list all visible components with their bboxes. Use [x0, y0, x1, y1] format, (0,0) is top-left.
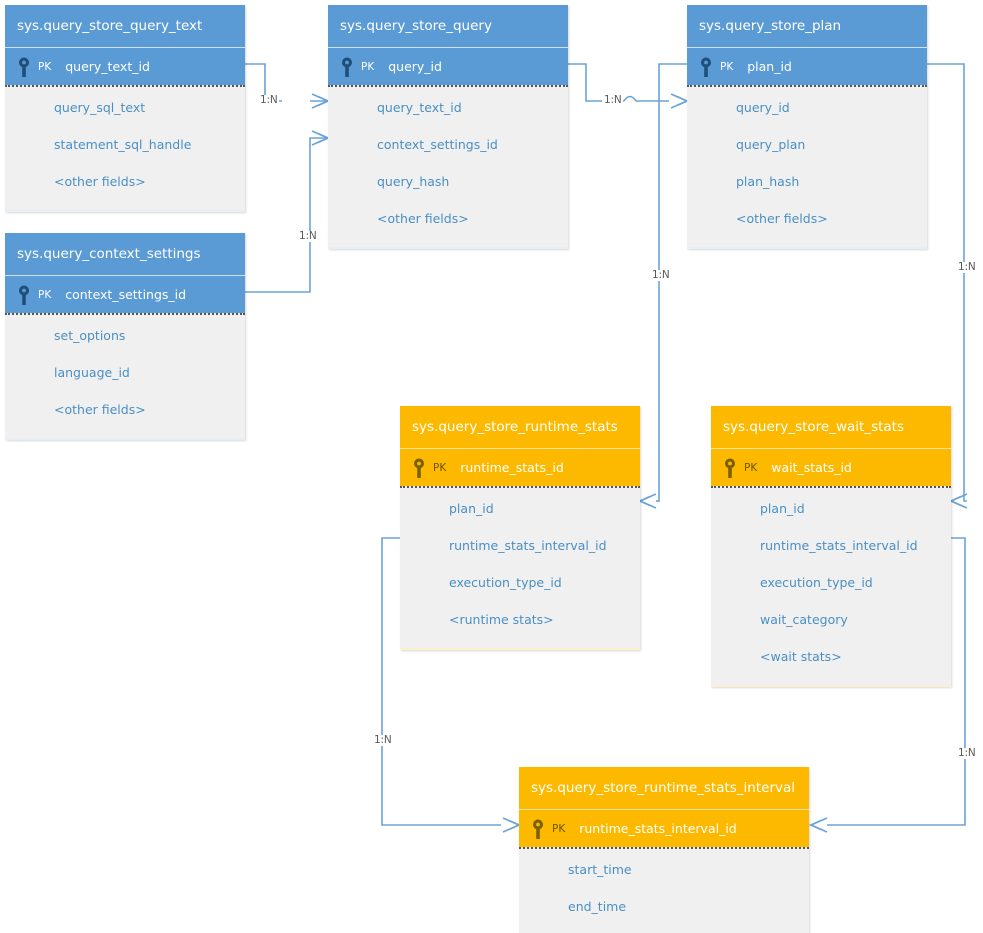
- field-row[interactable]: <other fields>: [54, 174, 146, 189]
- field-row[interactable]: plan_id: [449, 501, 494, 516]
- primary-key-row[interactable]: PK query_id: [328, 48, 568, 85]
- field-row[interactable]: wait_category: [760, 612, 848, 627]
- pk-tag: PK: [361, 60, 375, 73]
- entity-title: sys.query_store_query: [328, 5, 568, 48]
- field-row[interactable]: <other fields>: [54, 402, 146, 417]
- entity-title: sys.query_store_wait_stats: [711, 406, 951, 449]
- key-icon: [725, 458, 735, 478]
- pk-tag: PK: [433, 461, 447, 474]
- field-row[interactable]: <runtime stats>: [449, 612, 554, 627]
- pk-divider: [5, 85, 245, 87]
- field-row[interactable]: context_settings_id: [377, 137, 498, 152]
- entity-title: sys.query_store_runtime_stats_interval: [519, 767, 809, 810]
- primary-key-row[interactable]: PK wait_stats_id: [711, 449, 951, 486]
- entity-query-store-runtime-stats[interactable]: sys.query_store_runtime_stats PK runtime…: [400, 406, 640, 650]
- pk-divider: [5, 313, 245, 315]
- key-icon: [19, 57, 29, 77]
- field-list: query_sql_text statement_sql_handle <oth…: [5, 87, 245, 210]
- pk-field-name: query_id: [388, 59, 442, 74]
- key-icon: [19, 285, 29, 305]
- field-list: query_id query_plan plan_hash <other fie…: [687, 87, 927, 247]
- connector-plan-to-runtime-stats: [638, 63, 687, 509]
- rel-label-plan-to-runtime-stats: 1:N: [650, 269, 672, 281]
- primary-key-row[interactable]: PK context_settings_id: [5, 276, 245, 313]
- field-row[interactable]: query_text_id: [377, 100, 462, 115]
- pk-field-name: plan_id: [747, 59, 792, 74]
- entity-query-store-runtime-stats-interval[interactable]: sys.query_store_runtime_stats_interval P…: [519, 767, 809, 933]
- field-list: query_text_id context_settings_id query_…: [328, 87, 568, 247]
- field-row[interactable]: <other fields>: [377, 211, 469, 226]
- field-row[interactable]: query_id: [736, 100, 790, 115]
- key-icon: [701, 57, 711, 77]
- entity-query-store-plan[interactable]: sys.query_store_plan PK plan_id query_id…: [687, 5, 927, 249]
- field-row[interactable]: end_time: [568, 899, 627, 914]
- key-icon: [414, 458, 424, 478]
- field-row[interactable]: <wait stats>: [760, 649, 842, 664]
- entity-query-store-query[interactable]: sys.query_store_query PK query_id query_…: [328, 5, 568, 249]
- pk-tag: PK: [38, 288, 52, 301]
- entity-query-context-settings[interactable]: sys.query_context_settings PK context_se…: [5, 233, 245, 440]
- field-list: start_time end_time: [519, 849, 809, 933]
- pk-field-name: runtime_stats_id: [460, 460, 564, 475]
- field-row[interactable]: <other fields>: [736, 211, 828, 226]
- pk-field-name: wait_stats_id: [771, 460, 852, 475]
- entity-title: sys.query_store_query_text: [5, 5, 245, 48]
- field-row[interactable]: plan_hash: [736, 174, 800, 189]
- rel-label-wait-stats-to-interval: 1:N: [956, 747, 978, 759]
- pk-divider: [400, 486, 640, 488]
- key-icon: [533, 819, 543, 839]
- entity-title: sys.query_store_plan: [687, 5, 927, 48]
- entity-query-store-wait-stats[interactable]: sys.query_store_wait_stats PK wait_stats…: [711, 406, 951, 687]
- pk-field-name: context_settings_id: [65, 287, 187, 302]
- pk-divider: [711, 486, 951, 488]
- pk-divider: [687, 85, 927, 87]
- connector-query-to-plan: [568, 63, 689, 109]
- pk-tag: PK: [744, 461, 758, 474]
- pk-tag: PK: [38, 60, 52, 73]
- connector-context-settings-to-query: [245, 130, 330, 293]
- field-row[interactable]: set_options: [54, 328, 126, 343]
- pk-tag: PK: [720, 60, 734, 73]
- field-list: set_options language_id <other fields>: [5, 315, 245, 438]
- rel-label-plan-to-wait-stats: 1:N: [956, 261, 978, 273]
- primary-key-row[interactable]: PK plan_id: [687, 48, 927, 85]
- field-row[interactable]: query_plan: [736, 137, 806, 152]
- rel-label-query-text-to-query: 1:N: [258, 94, 280, 106]
- field-row[interactable]: statement_sql_handle: [54, 137, 192, 152]
- field-list: plan_id runtime_stats_interval_id execut…: [400, 488, 640, 648]
- rel-label-runtime-stats-to-interval: 1:N: [372, 734, 394, 746]
- pk-field-name: query_text_id: [65, 59, 150, 74]
- pk-divider: [519, 847, 809, 849]
- rel-label-context-settings-to-query: 1:N: [297, 230, 319, 242]
- field-row[interactable]: language_id: [54, 365, 130, 380]
- field-row[interactable]: query_hash: [377, 174, 450, 189]
- entity-title: sys.query_context_settings: [5, 233, 245, 276]
- key-icon: [342, 57, 352, 77]
- field-row[interactable]: execution_type_id: [449, 575, 562, 590]
- rel-label-query-to-plan: 1:N: [602, 94, 624, 106]
- pk-field-name: runtime_stats_interval_id: [579, 821, 737, 836]
- pk-tag: PK: [552, 822, 566, 835]
- field-row[interactable]: start_time: [568, 862, 632, 877]
- primary-key-row[interactable]: PK runtime_stats_id: [400, 449, 640, 486]
- primary-key-row[interactable]: PK query_text_id: [5, 48, 245, 85]
- entity-title: sys.query_store_runtime_stats: [400, 406, 640, 449]
- field-row[interactable]: execution_type_id: [760, 575, 873, 590]
- pk-divider: [328, 85, 568, 87]
- field-row[interactable]: plan_id: [760, 501, 805, 516]
- field-row[interactable]: runtime_stats_interval_id: [760, 538, 918, 553]
- field-row[interactable]: query_sql_text: [54, 100, 146, 115]
- field-row[interactable]: runtime_stats_interval_id: [449, 538, 607, 553]
- primary-key-row[interactable]: PK runtime_stats_interval_id: [519, 810, 809, 847]
- entity-query-store-query-text[interactable]: sys.query_store_query_text PK query_text…: [5, 5, 245, 212]
- field-list: plan_id runtime_stats_interval_id execut…: [711, 488, 951, 685]
